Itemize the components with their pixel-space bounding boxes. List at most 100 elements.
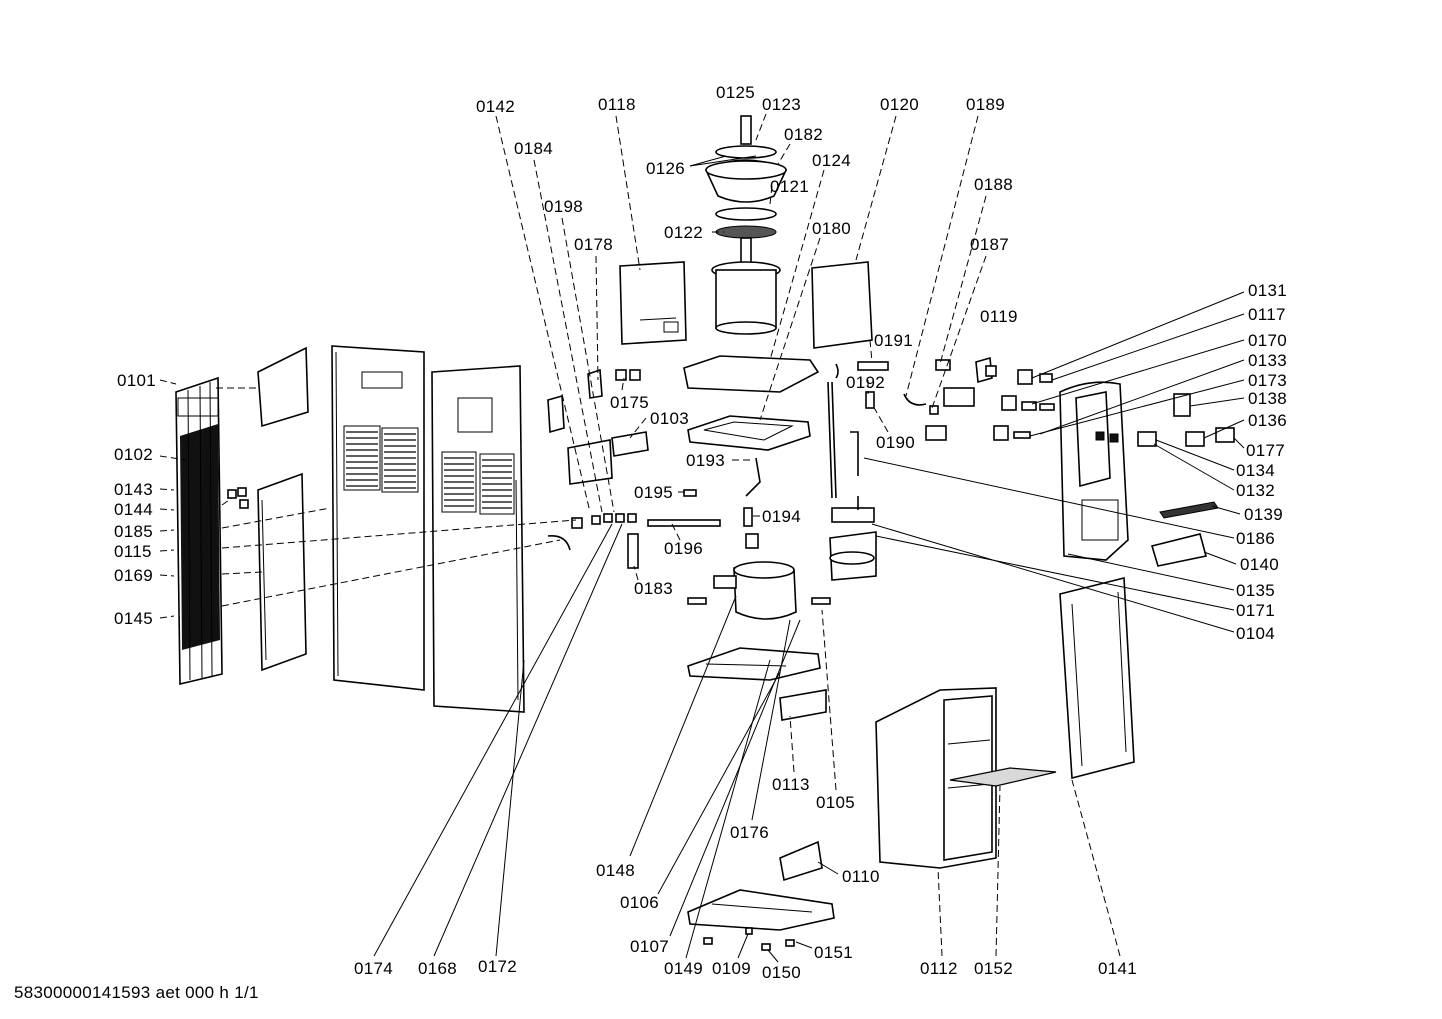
part-label-0148: 0148: [596, 861, 635, 880]
part-label-0134: 0134: [1236, 461, 1275, 480]
part-label-0133: 0133: [1248, 351, 1287, 370]
part-label-0168: 0168: [418, 959, 457, 978]
part-label-0106: 0106: [620, 893, 659, 912]
part-label-0151: 0151: [814, 943, 853, 962]
part-label-0189: 0189: [966, 95, 1005, 114]
part-label-0190: 0190: [876, 433, 915, 452]
part-label-0120: 0120: [880, 95, 919, 114]
part-label-0169: 0169: [114, 566, 153, 585]
part-label-0124: 0124: [812, 151, 851, 170]
part-label-0102: 0102: [114, 445, 153, 464]
part-label-0112: 0112: [920, 959, 958, 978]
part-label-0143: 0143: [114, 480, 153, 499]
part-label-0110: 0110: [842, 867, 880, 886]
part-label-0145: 0145: [114, 609, 153, 628]
document-id: 58300000141593 aet 000 h 1/1: [14, 983, 259, 1002]
electronic-module: [779, 689, 827, 721]
part-label-0140: 0140: [1240, 555, 1279, 574]
back-cover-plate: [257, 346, 309, 428]
drip-tray-grill: [1159, 501, 1219, 519]
part-labels: 0101 0102 0143 0144 0185 0115 0169 0145 …: [114, 83, 1287, 982]
part-label-0194: 0194: [762, 507, 801, 526]
part-label-0182: 0182: [784, 125, 823, 144]
dispenser-fittings: [993, 369, 1235, 447]
part-label-0139: 0139: [1244, 505, 1283, 524]
part-label-0122: 0122: [664, 223, 703, 242]
part-label-0191: 0191: [874, 331, 913, 350]
part-label-0173: 0173: [1248, 371, 1287, 390]
part-label-0150: 0150: [762, 963, 801, 982]
part-label-0107: 0107: [630, 937, 669, 956]
part-label-0109: 0109: [712, 959, 751, 978]
part-label-0142: 0142: [476, 97, 515, 116]
part-label-0196: 0196: [664, 539, 703, 558]
part-label-0101: 0101: [117, 371, 156, 390]
part-label-0195: 0195: [634, 483, 673, 502]
part-label-0123: 0123: [762, 95, 801, 114]
part-label-0152: 0152: [974, 959, 1013, 978]
part-label-0172: 0172: [478, 957, 517, 976]
bottom-base: [687, 889, 835, 951]
part-label-0103: 0103: [650, 409, 689, 428]
water-pipes: [627, 359, 975, 569]
part-label-0104: 0104: [1236, 624, 1275, 643]
front-lower-panel: [1059, 576, 1135, 780]
part-label-0136: 0136: [1248, 411, 1287, 430]
part-label-0198: 0198: [544, 197, 583, 216]
front-upper-housing: [1059, 381, 1129, 561]
part-label-0132: 0132: [1236, 481, 1275, 500]
part-label-0118: 0118: [598, 95, 636, 114]
part-label-0187: 0187: [970, 235, 1009, 254]
part-label-0175: 0175: [610, 393, 649, 412]
hot-tank-shell: [619, 261, 687, 345]
part-label-0178: 0178: [574, 235, 613, 254]
part-label-0113: 0113: [772, 775, 810, 794]
part-label-0126: 0126: [646, 159, 685, 178]
part-label-0192: 0192: [846, 373, 885, 392]
condenser-grille: [175, 376, 223, 686]
part-label-0121: 0121: [770, 177, 809, 196]
lower-cabinet: [875, 687, 997, 869]
part-label-0174: 0174: [354, 959, 393, 978]
solenoid-valve: [975, 356, 997, 384]
control-components: [547, 368, 649, 551]
part-label-0119: 0119: [980, 307, 1018, 326]
part-label-0186: 0186: [1236, 529, 1275, 548]
part-label-0149: 0149: [664, 959, 703, 978]
label-plate: [779, 840, 823, 882]
part-label-0184: 0184: [514, 139, 553, 158]
side-panel-right: [431, 365, 525, 713]
part-label-0193: 0193: [686, 451, 725, 470]
part-label-0180: 0180: [812, 219, 851, 238]
compressor: [687, 561, 831, 620]
part-label-0117: 0117: [1248, 305, 1286, 324]
part-label-0141: 0141: [1098, 959, 1137, 978]
part-label-0183: 0183: [634, 579, 673, 598]
part-label-0105: 0105: [816, 793, 855, 812]
part-label-0176: 0176: [730, 823, 769, 842]
tank-base-plate: [683, 355, 820, 393]
part-label-0138: 0138: [1248, 389, 1287, 408]
part-label-0144: 0144: [114, 500, 153, 519]
rear-panel: [257, 472, 307, 672]
part-label-0131: 0131: [1248, 281, 1287, 300]
evaporator-bracket: [829, 496, 877, 581]
clip-parts: [227, 487, 249, 509]
part-label-0125: 0125: [716, 83, 755, 102]
part-label-0188: 0188: [974, 175, 1013, 194]
side-cabinet-panel: [331, 345, 425, 691]
part-label-0185: 0185: [114, 522, 153, 541]
part-label-0170: 0170: [1248, 331, 1287, 350]
part-label-0135: 0135: [1236, 581, 1275, 600]
part-label-0171: 0171: [1236, 601, 1275, 620]
leader-lines: [159, 113, 1245, 963]
part-label-0115: 0115: [114, 542, 152, 561]
insulation-panel: [811, 261, 873, 349]
cabinet-shelf: [949, 767, 1057, 787]
drip-frame: [687, 415, 811, 451]
part-label-0177: 0177: [1246, 441, 1285, 460]
compressor-base-frame: [687, 647, 821, 681]
cold-water-tank: [704, 115, 788, 335]
drip-tray: [1150, 533, 1207, 567]
